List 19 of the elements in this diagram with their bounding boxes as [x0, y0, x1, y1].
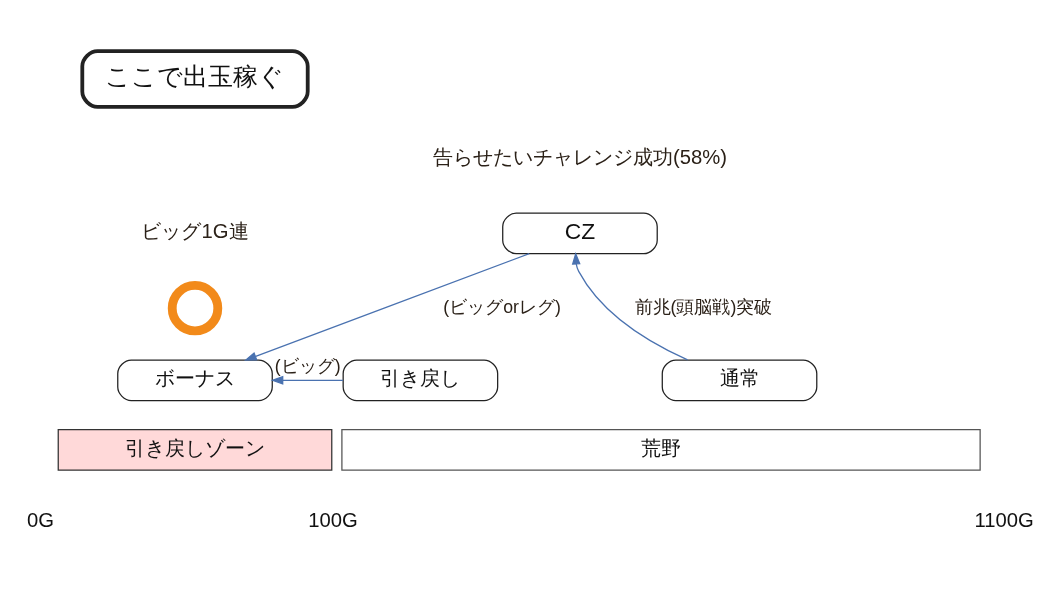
node-box: ここで出玉稼ぐ [80, 48, 310, 109]
node-box: 引き戻しゾーン [57, 428, 333, 471]
edge-label: 前兆(頭脳戦)突破 [634, 296, 773, 317]
node-circle [167, 280, 223, 335]
node-box: ボーナス [117, 358, 273, 401]
node-label: 告らせたいチャレンジ成功(58%) [432, 145, 727, 168]
label: 1100G [974, 508, 1034, 531]
edge-label: (ビッグ) [274, 355, 341, 376]
edge-label: (ビッグorレグ) [443, 296, 561, 317]
arrow [270, 375, 344, 385]
node-box: 引き戻し [342, 358, 499, 401]
label: ビッグ1G連 [141, 219, 249, 242]
label: 100G [308, 508, 358, 531]
node-box: 荒野 [341, 428, 981, 471]
arrow [244, 252, 530, 361]
label: 0G [27, 508, 55, 531]
node-box: CZ [502, 212, 658, 254]
arrow [571, 251, 689, 361]
node-box: 通常 [661, 358, 818, 401]
